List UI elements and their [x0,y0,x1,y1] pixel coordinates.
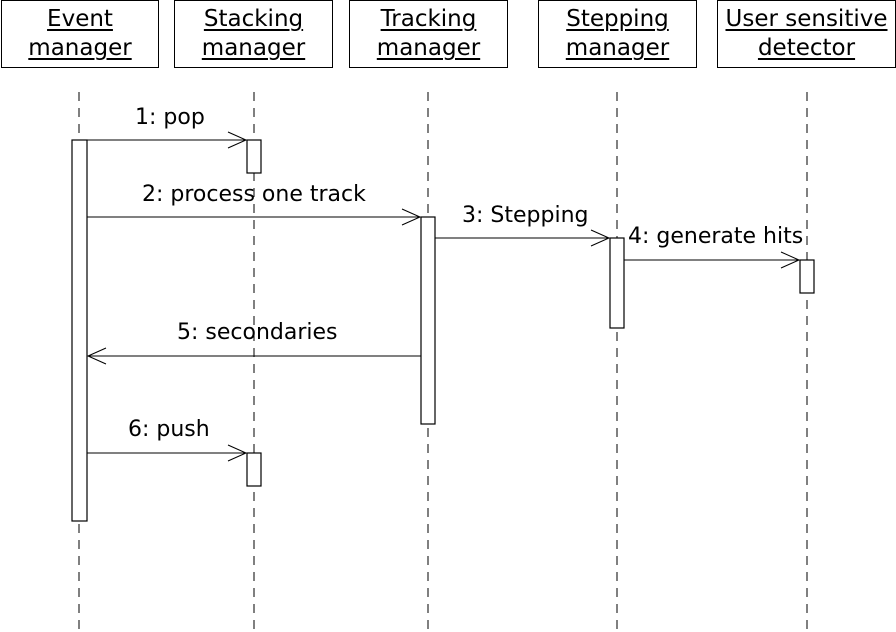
message-3-arrowhead [590,229,611,247]
participant-stacking-manager-line-2: manager [201,35,306,61]
activation-tracking-manager [420,216,436,425]
activation-event-manager [71,139,88,522]
participant-tracking-manager-line-1: Tracking [380,6,477,32]
messages [86,131,801,462]
participant-tracking-manager: Tracking manager [349,0,508,68]
message-2-label: 2: process one track [142,182,366,207]
message-6-arrowhead [227,444,248,462]
participant-user-sensitive-detector-line-2: detector [757,35,856,61]
message-5-label: 5: secondaries [177,320,338,345]
participant-stacking-manager-line-1: Stacking [203,6,304,32]
message-4-generate-hits [624,251,801,269]
participant-event-manager-line-1: Event [47,6,113,32]
message-5-arrowhead [86,347,107,365]
message-4-label: 4: generate hits [628,224,803,249]
participant-user-sensitive-detector: User sensitive detector [717,0,896,68]
participant-stepping-manager: Stepping manager [538,0,697,68]
message-1-label: 1: pop [135,105,205,130]
activation-bars [71,139,815,522]
message-2-arrowhead [401,208,422,226]
activation-user-sensitive-detector [799,259,815,294]
participant-event-manager: Event manager [1,0,159,68]
message-3-stepping [435,229,611,247]
activation-stepping-manager [609,237,625,329]
message-2-process-one-track [87,208,422,226]
message-1-pop [87,131,248,149]
participant-user-sensitive-detector-line-1: User sensitive [725,6,888,32]
activation-stacking-pop [246,139,262,174]
message-6-push [87,444,248,462]
message-3-label: 3: Stepping [462,203,588,228]
lifelines [78,92,808,632]
message-6-label: 6: push [128,417,210,442]
message-5-secondaries [86,347,421,365]
participant-stepping-manager-line-1: Stepping [566,6,669,32]
message-labels: 1: pop 2: process one track 3: Stepping … [128,105,803,442]
participant-stacking-manager: Stacking manager [174,0,333,68]
participant-tracking-manager-line-2: manager [376,35,481,61]
activation-stacking-push [246,452,262,487]
participant-event-manager-line-2: manager [28,35,132,61]
message-1-arrowhead [227,131,248,149]
message-4-arrowhead [780,251,801,269]
participant-stepping-manager-line-2: manager [565,35,670,61]
